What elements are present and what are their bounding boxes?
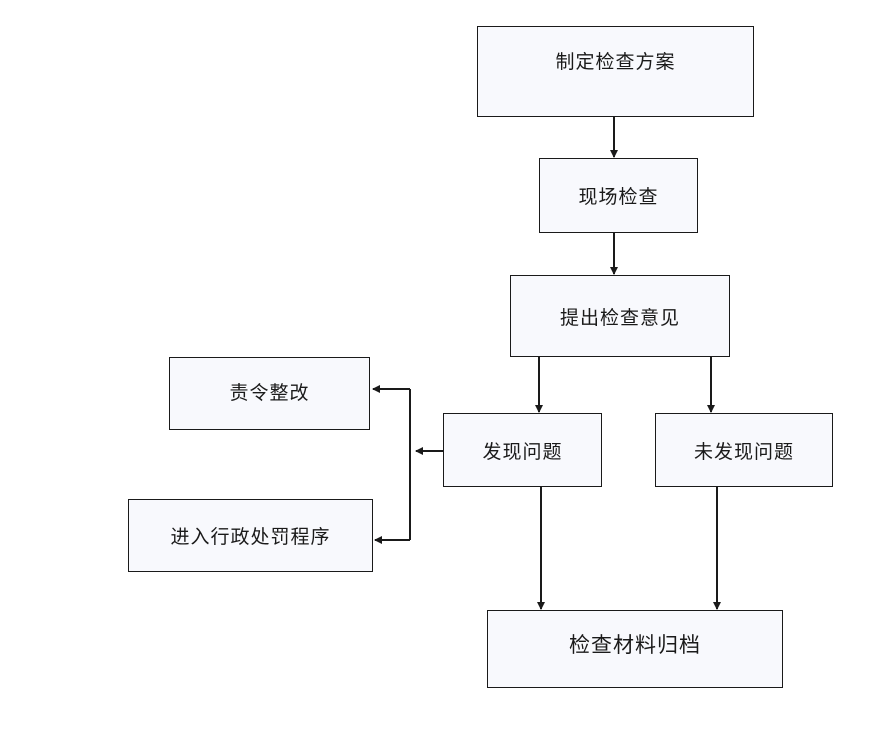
node-administrative-penalty-label: 进入行政处罚程序 [170, 526, 331, 548]
node-onsite-inspection: 现场检查 [539, 158, 698, 233]
node-archive-materials: 检查材料归档 [487, 610, 783, 688]
node-no-problem-found: 未发现问题 [655, 413, 833, 487]
node-problem-found: 发现问题 [443, 413, 602, 487]
node-administrative-penalty: 进入行政处罚程序 [128, 499, 373, 572]
node-give-opinion: 提出检查意见 [510, 275, 730, 357]
node-onsite-inspection-label: 现场检查 [578, 186, 659, 208]
node-order-rectification: 责令整改 [169, 357, 370, 430]
node-order-rectification-label: 责令整改 [229, 382, 310, 404]
node-archive-materials-label: 检查材料归档 [569, 633, 701, 657]
node-make-plan: 制定检查方案 [477, 26, 754, 117]
node-give-opinion-label: 提出检查意见 [559, 306, 680, 329]
node-problem-found-label: 发现问题 [482, 440, 563, 463]
node-no-problem-found-label: 未发现问题 [693, 440, 794, 463]
node-make-plan-label: 制定检查方案 [555, 51, 676, 73]
